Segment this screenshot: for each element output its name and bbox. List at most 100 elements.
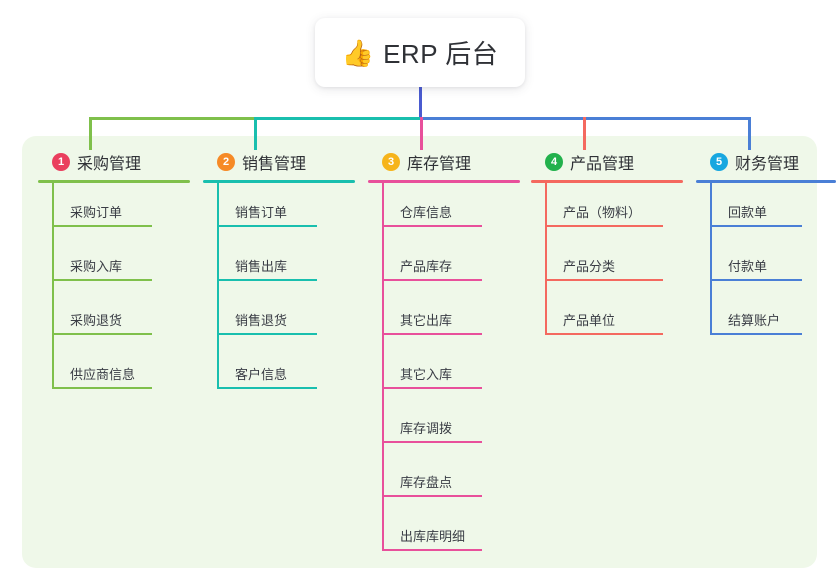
- branch-item-label: 仓库信息: [400, 205, 453, 220]
- branch-header-rule: [38, 180, 190, 183]
- branch-item-rule: [382, 279, 482, 281]
- branch-item-label: 回款单: [728, 205, 768, 220]
- bus-segment-1: [89, 117, 257, 120]
- branch-rail: [382, 183, 384, 551]
- branch-rail: [217, 183, 219, 389]
- branch-item[interactable]: 出库库明细: [368, 509, 520, 563]
- branch-item[interactable]: 结算账户: [696, 293, 836, 347]
- branch-item[interactable]: 销售退货: [203, 293, 355, 347]
- branch-number-badge: 2: [217, 153, 235, 171]
- branch-item[interactable]: 库存调拨: [368, 401, 520, 455]
- branch-header-1[interactable]: 1 采购管理: [38, 150, 190, 174]
- branch-item-label: 库存盘点: [400, 475, 453, 490]
- branch-header-4[interactable]: 4 产品管理: [531, 150, 683, 174]
- branch-item-label: 采购退货: [70, 313, 123, 328]
- branch-item-rule: [382, 549, 482, 551]
- branch-item[interactable]: 仓库信息: [368, 185, 520, 239]
- branch-item-label: 付款单: [728, 259, 768, 274]
- branch-item-rule: [217, 333, 317, 335]
- branch-item-list: 采购订单采购入库采购退货供应商信息: [38, 183, 190, 399]
- branch-item-rule: [545, 333, 663, 335]
- branch-item-rule: [52, 333, 152, 335]
- branch-item[interactable]: 销售订单: [203, 185, 355, 239]
- branch-column-1: 1 采购管理采购订单采购入库采购退货供应商信息: [38, 150, 190, 399]
- thumbs-up-icon: 👍: [341, 37, 375, 68]
- branch-number-badge: 4: [545, 153, 563, 171]
- branch-item-rule: [382, 387, 482, 389]
- branch-item-list: 销售订单销售出库销售退货客户信息: [203, 183, 355, 399]
- branch-title: 产品管理: [570, 156, 635, 173]
- branch-item[interactable]: 采购退货: [38, 293, 190, 347]
- branch-drop-2: [254, 117, 257, 150]
- branch-item-list: 仓库信息产品库存其它出库其它入库库存调拨库存盘点出库库明细: [368, 183, 520, 561]
- branch-column-3: 3 库存管理仓库信息产品库存其它出库其它入库库存调拨库存盘点出库库明细: [368, 150, 520, 561]
- branch-item-label: 销售退货: [235, 313, 288, 328]
- branch-number-badge: 3: [382, 153, 400, 171]
- branch-item[interactable]: 采购入库: [38, 239, 190, 293]
- branch-title: 库存管理: [407, 156, 472, 173]
- branch-item-label: 其它出库: [400, 313, 453, 328]
- branch-item-label: 销售出库: [235, 259, 288, 274]
- branch-item[interactable]: 产品（物料）: [531, 185, 683, 239]
- branch-item[interactable]: 其它出库: [368, 293, 520, 347]
- branch-item-label: 产品单位: [563, 313, 616, 328]
- branch-drop-4: [583, 117, 586, 150]
- branch-item-rule: [710, 225, 802, 227]
- root-stem: [419, 87, 422, 120]
- branch-number-badge: 1: [52, 153, 70, 171]
- branch-item-label: 产品库存: [400, 259, 453, 274]
- branch-item[interactable]: 付款单: [696, 239, 836, 293]
- branch-rail: [545, 183, 547, 335]
- root-node[interactable]: 👍 ERP 后台: [315, 18, 525, 87]
- branch-header-rule: [531, 180, 683, 183]
- branch-item-label: 客户信息: [235, 367, 288, 382]
- branch-item[interactable]: 库存盘点: [368, 455, 520, 509]
- branch-item-list: 产品（物料） 产品分类产品单位: [531, 183, 683, 345]
- branch-item-label: 库存调拨: [400, 421, 453, 436]
- branch-drop-1: [89, 117, 92, 150]
- branch-title: 采购管理: [77, 156, 142, 173]
- branch-item[interactable]: 产品库存: [368, 239, 520, 293]
- branch-item-rule: [217, 279, 317, 281]
- branch-item-label: 采购订单: [70, 205, 123, 220]
- branch-header-3[interactable]: 3 库存管理: [368, 150, 520, 174]
- branch-item[interactable]: 产品单位: [531, 293, 683, 347]
- branch-item[interactable]: 产品分类: [531, 239, 683, 293]
- branch-item-label: 产品（物料）: [563, 205, 642, 220]
- branch-item[interactable]: 供应商信息: [38, 347, 190, 401]
- branch-item-rule: [382, 441, 482, 443]
- branch-item-rule: [382, 225, 482, 227]
- branch-header-5[interactable]: 5 财务管理: [696, 150, 836, 174]
- branch-title: 财务管理: [735, 156, 800, 173]
- branch-item[interactable]: 客户信息: [203, 347, 355, 401]
- branch-item-label: 产品分类: [563, 259, 616, 274]
- branch-item-rule: [710, 333, 802, 335]
- branch-item-rule: [382, 333, 482, 335]
- branch-item[interactable]: 销售出库: [203, 239, 355, 293]
- branch-header-rule: [203, 180, 355, 183]
- branch-drop-5: [748, 117, 751, 150]
- branch-item-rule: [52, 387, 152, 389]
- branch-rail: [710, 183, 712, 335]
- branch-number-badge: 5: [710, 153, 728, 171]
- branch-item-label: 其它入库: [400, 367, 453, 382]
- branch-item-rule: [545, 225, 663, 227]
- branch-item-rule: [382, 495, 482, 497]
- branch-column-5: 5 财务管理回款单付款单结算账户: [696, 150, 836, 345]
- branch-item-rule: [545, 279, 663, 281]
- branch-header-rule: [696, 180, 836, 183]
- branch-item-list: 回款单付款单结算账户: [696, 183, 836, 345]
- branch-column-4: 4 产品管理产品（物料） 产品分类产品单位: [531, 150, 683, 345]
- branch-item-label: 采购入库: [70, 259, 123, 274]
- branch-item-rule: [710, 279, 802, 281]
- branch-item[interactable]: 回款单: [696, 185, 836, 239]
- branch-item-rule: [52, 225, 152, 227]
- branch-item[interactable]: 其它入库: [368, 347, 520, 401]
- branch-item[interactable]: 采购订单: [38, 185, 190, 239]
- root-node-label: ERP 后台: [383, 39, 499, 69]
- branch-item-rule: [217, 225, 317, 227]
- branch-header-rule: [368, 180, 520, 183]
